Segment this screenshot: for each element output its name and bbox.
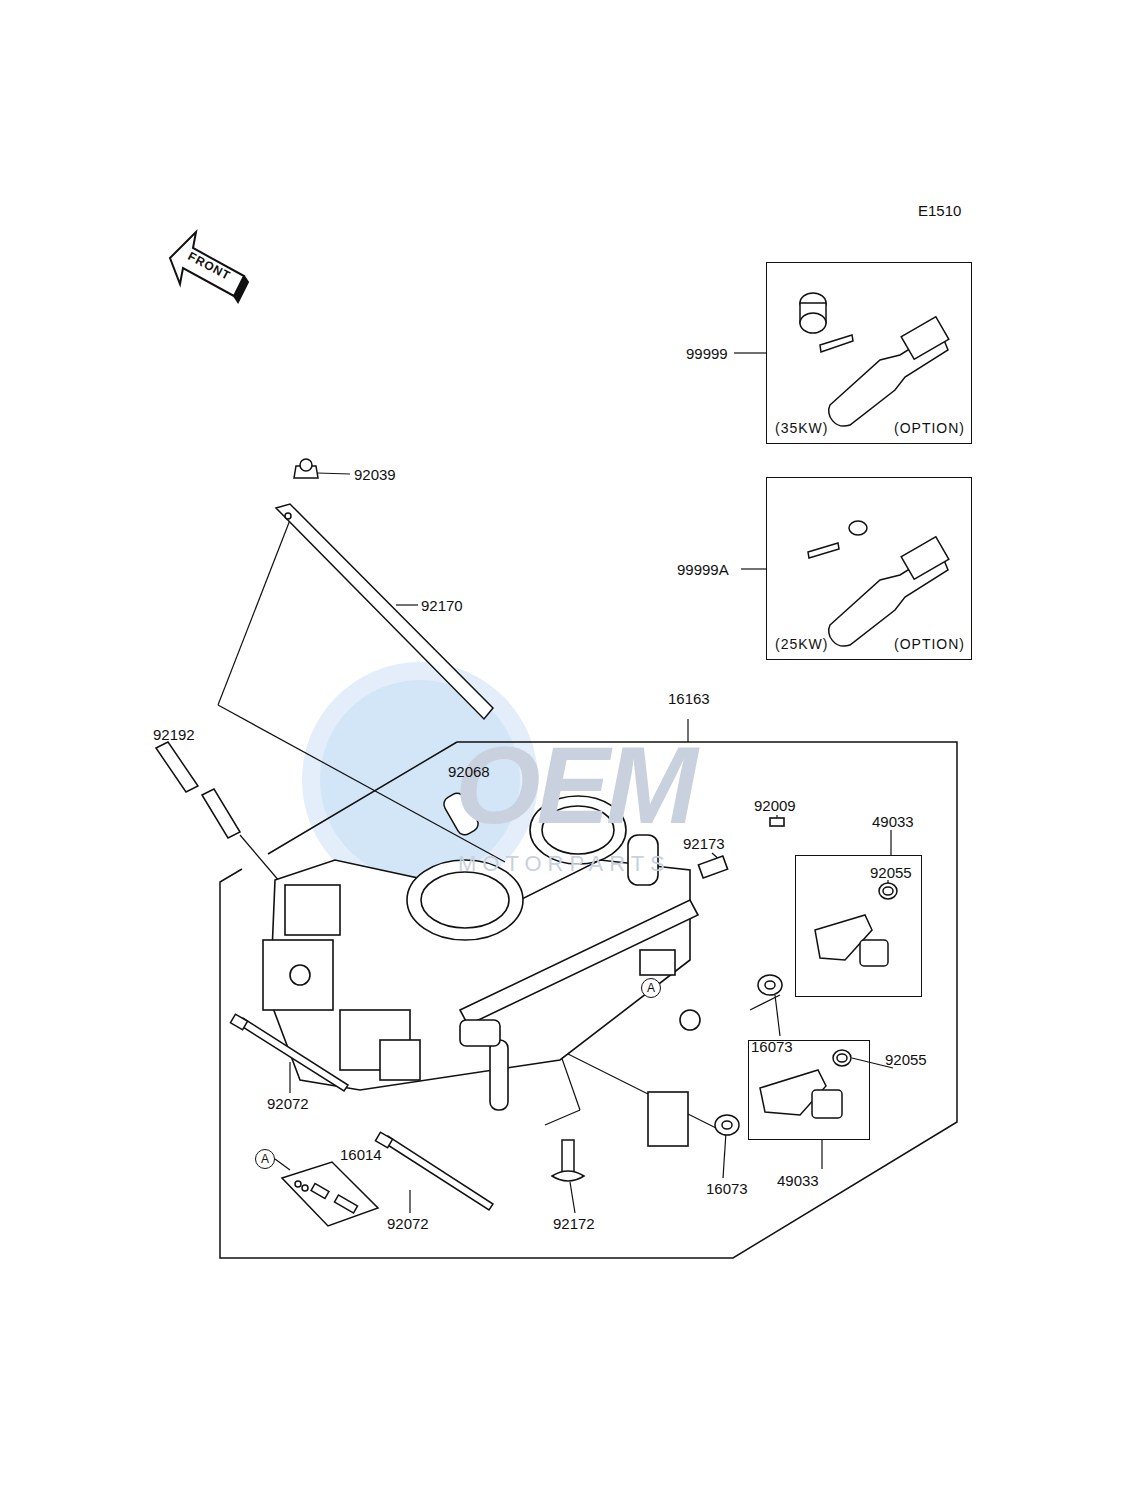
- callout-number: 92055: [885, 1051, 927, 1068]
- option-note: (OPTION): [894, 420, 965, 437]
- assembly-outline: 1616349033920559205549033: [220, 742, 957, 1258]
- injector-group-box: 4903392055: [795, 855, 922, 997]
- option-note: (25KW): [775, 636, 828, 653]
- watermark: MOTORPARTS: [458, 852, 671, 876]
- leader-lines: [195, 353, 893, 1213]
- callout-number: 99999A: [677, 561, 729, 578]
- diagram-code: E1510: [918, 202, 961, 219]
- callout-number: 92072: [267, 1095, 309, 1112]
- option-box: (35KW) (OPTION): [766, 262, 972, 444]
- option-note: (OPTION): [894, 636, 965, 653]
- small-parts: [230, 1014, 584, 1226]
- reference-mark: A: [641, 978, 661, 998]
- callout-number: 16073: [706, 1180, 748, 1197]
- callout-number: 92072: [387, 1215, 429, 1232]
- callout-number: 92009: [754, 797, 796, 814]
- assembly-outline-shape: [220, 742, 957, 1258]
- callout-number: 92055: [870, 864, 912, 881]
- option-note: (35KW): [775, 420, 828, 437]
- throttle-body: [263, 796, 784, 1146]
- option-parts: [800, 293, 949, 646]
- callout-number: 49033: [872, 813, 914, 830]
- callout-number: 92173: [683, 835, 725, 852]
- callout-number: 92192: [153, 726, 195, 743]
- callout-number: 92068: [448, 763, 490, 780]
- callout-number: 16073: [751, 1038, 793, 1055]
- callout-number: 99999: [686, 345, 728, 362]
- callout-number: 92170: [421, 597, 463, 614]
- callout-number: 92039: [354, 466, 396, 483]
- injector-group-box: 9205549033: [748, 1040, 870, 1140]
- watermark: OEM: [455, 730, 694, 840]
- callout-number: 16163: [668, 690, 710, 707]
- callout-number: 16014: [340, 1146, 382, 1163]
- option-box: (25KW) (OPTION): [766, 477, 972, 660]
- callout-number: 49033: [777, 1172, 819, 1189]
- front-arrow: [170, 232, 248, 302]
- reference-mark: A: [255, 1149, 275, 1169]
- strip-and-bolt: [156, 459, 493, 838]
- callout-number: 92172: [553, 1215, 595, 1232]
